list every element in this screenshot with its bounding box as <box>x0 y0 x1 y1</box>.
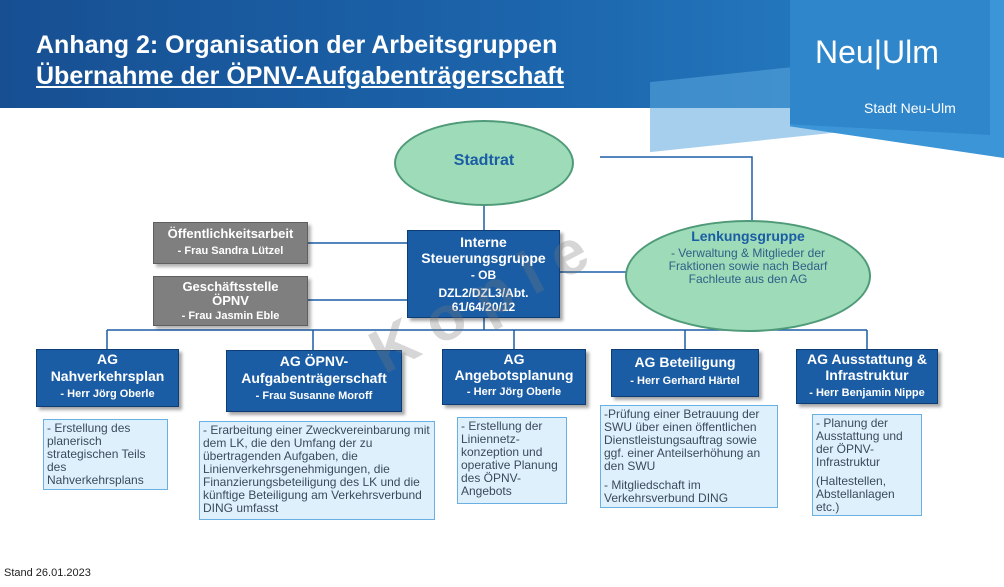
geschaeftsstelle-person: - Frau Jasmin Eble <box>181 310 280 322</box>
oeffentlichkeit-title: Öffentlichkeitsarbeit <box>167 226 294 241</box>
city-logo-caption: Stadt Neu-Ulm <box>864 100 956 116</box>
steuerungsgruppe-title: Interne Steuerungsgruppe <box>421 234 546 266</box>
ag-nahverkehrsplan-box: AG Nahverkehrsplan - Herr Jörg Oberle <box>36 349 179 407</box>
task-item: (Haltestellen, Abstellanlagen etc.) <box>816 474 895 514</box>
ag-person: - Herr Jörg Oberle <box>60 388 155 400</box>
ag-ausstattung-box: AG Ausstattung & Infrastruktur - Herr Be… <box>796 349 938 404</box>
stadtrat-label: Stadtrat <box>453 152 515 169</box>
line-stadtrat-lenkung <box>600 156 753 222</box>
logo-panel-inner <box>790 0 990 135</box>
geschaeftsstelle-box: Geschäftsstelle ÖPNV - Frau Jasmin Eble <box>153 276 308 326</box>
ag-nahverkehrsplan-tasks: - Erstellung des planerisch strategische… <box>43 419 168 490</box>
ag-title: AG Nahverkehrsplan <box>50 351 165 384</box>
ag-title: AG ÖPNV-Aufgabenträgerschaft <box>241 353 387 386</box>
task-item: - Erstellung des planerisch strategische… <box>47 421 146 487</box>
city-logo-wordmark: Neu|Ulm <box>815 34 939 70</box>
geschaeftsstelle-title: Geschäftsstelle ÖPNV <box>182 279 279 308</box>
task-item: - Planung der Ausstattung und der ÖPNV-I… <box>816 416 903 469</box>
ag-title: AG Beteiligung <box>634 354 736 370</box>
steuerungsgruppe-box: Interne Steuerungsgruppe - OB DZL2/DZL3/… <box>407 230 560 318</box>
ag-person: - Herr Benjamin Nippe <box>809 387 925 399</box>
lenkungsgruppe-title: Lenkungsgruppe <box>691 228 805 244</box>
task-item: - Erarbeitung einer Zweckvereinbarung mi… <box>203 423 430 515</box>
ag-beteiligung-box: AG Beteiligung - Herr Gerhard Härtel <box>611 349 759 397</box>
slide-title: Anhang 2: Organisation der Arbeitsgruppe… <box>36 31 558 59</box>
task-item: -Prüfung einer Betrauung der SWU über ei… <box>604 407 761 473</box>
steuerungsgruppe-line2: DZL2/DZL3/Abt. 61/64/20/12 <box>438 286 529 314</box>
ag-person: - Herr Jörg Oberle <box>466 386 562 398</box>
stand-date: Stand 26.01.2023 <box>4 567 91 579</box>
ag-ausstattung-tasks: - Planung der Ausstattung und der ÖPNV-I… <box>812 414 922 516</box>
ag-angebotsplanung-box: AG Angebotsplanung - Herr Jörg Oberle <box>442 349 586 405</box>
oeffentlichkeit-box: Öffentlichkeitsarbeit - Frau Sandra Lütz… <box>153 222 308 264</box>
steuerungsgruppe-line1: - OB <box>470 268 497 282</box>
ag-person: - Herr Gerhard Härtel <box>630 375 740 387</box>
ag-person: - Frau Susanne Moroff <box>255 390 373 402</box>
oeffentlichkeit-person: - Frau Sandra Lützel <box>177 245 284 257</box>
lenkungsgruppe-ellipse: Lenkungsgruppe - Verwaltung & Mitglieder… <box>625 220 871 332</box>
lenkungsgruppe-desc: - Verwaltung & Mitglieder der Fraktionen… <box>668 246 828 286</box>
ag-angebotsplanung-tasks: - Erstellung der Liniennetz-konzeption u… <box>457 417 567 504</box>
ag-aufgabentraeger-box: AG ÖPNV-Aufgabenträgerschaft - Frau Susa… <box>226 350 402 412</box>
ag-title: AG Angebotsplanung <box>454 351 574 383</box>
ag-beteiligung-tasks: -Prüfung einer Betrauung der SWU über ei… <box>600 405 778 508</box>
slide-subtitle: Übernahme der ÖPNV-Aufgabenträgerschaft <box>36 62 564 90</box>
task-item: - Mitgliedschaft im Verkehrsverbund DING <box>604 478 729 505</box>
task-item: - Erstellung der Liniennetz-konzeption u… <box>461 419 558 498</box>
stadtrat-ellipse: Stadtrat <box>394 120 574 206</box>
ag-title: AG Ausstattung & Infrastruktur <box>806 351 928 383</box>
ag-aufgabentraeger-tasks: - Erarbeitung einer Zweckvereinbarung mi… <box>199 421 435 520</box>
